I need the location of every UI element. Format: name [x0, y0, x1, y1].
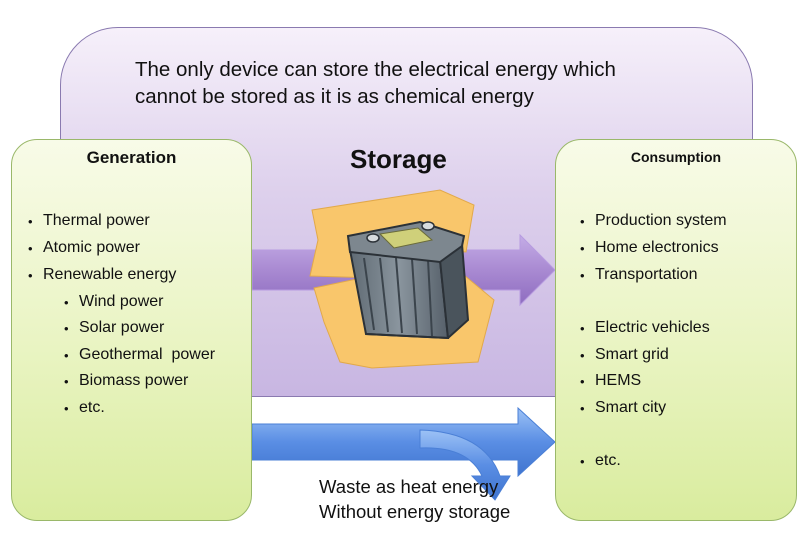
waste-caption-line-2: Without energy storage	[319, 501, 511, 522]
generation-box: Generation Thermal power Atomic power Re…	[11, 139, 252, 521]
storage-description: The only device can store the electrical…	[135, 56, 735, 110]
consumption-item: HEMS	[580, 372, 641, 391]
generation-title: Generation	[86, 148, 177, 167]
consumption-item: Home electronics	[580, 239, 719, 258]
generation-subitem: Geothermal power	[64, 346, 215, 365]
generation-subitem: Wind power	[64, 293, 164, 312]
waste-caption: Waste as heat energy Without energy stor…	[319, 474, 510, 524]
storage-description-line-1: The only device can store the electrical…	[135, 58, 616, 81]
consumption-box: Consumption Production system Home elect…	[555, 139, 797, 521]
waste-flow-arrow	[419, 429, 511, 501]
consumption-item: Electric vehicles	[580, 319, 710, 338]
consumption-item: Smart city	[580, 399, 666, 418]
consumption-item: etc.	[580, 452, 621, 471]
direct-flow-arrow	[251, 406, 556, 478]
battery-icon	[309, 189, 495, 369]
generation-subitem: Biomass power	[64, 372, 188, 391]
consumption-title: Consumption	[630, 149, 722, 165]
generation-item: Renewable energy	[28, 266, 176, 285]
consumption-item: Smart grid	[580, 346, 669, 365]
storage-description-line-2: cannot be stored as it is as chemical en…	[135, 85, 534, 108]
generation-subitem: etc.	[64, 399, 105, 418]
consumption-item: Production system	[580, 212, 727, 231]
generation-subitem: Solar power	[64, 319, 164, 338]
generation-item: Atomic power	[28, 239, 140, 258]
consumption-item: Transportation	[580, 266, 698, 285]
waste-caption-line-1: Waste as heat energy	[319, 476, 499, 497]
generation-item: Thermal power	[28, 212, 150, 231]
storage-title: Storage	[350, 144, 447, 174]
